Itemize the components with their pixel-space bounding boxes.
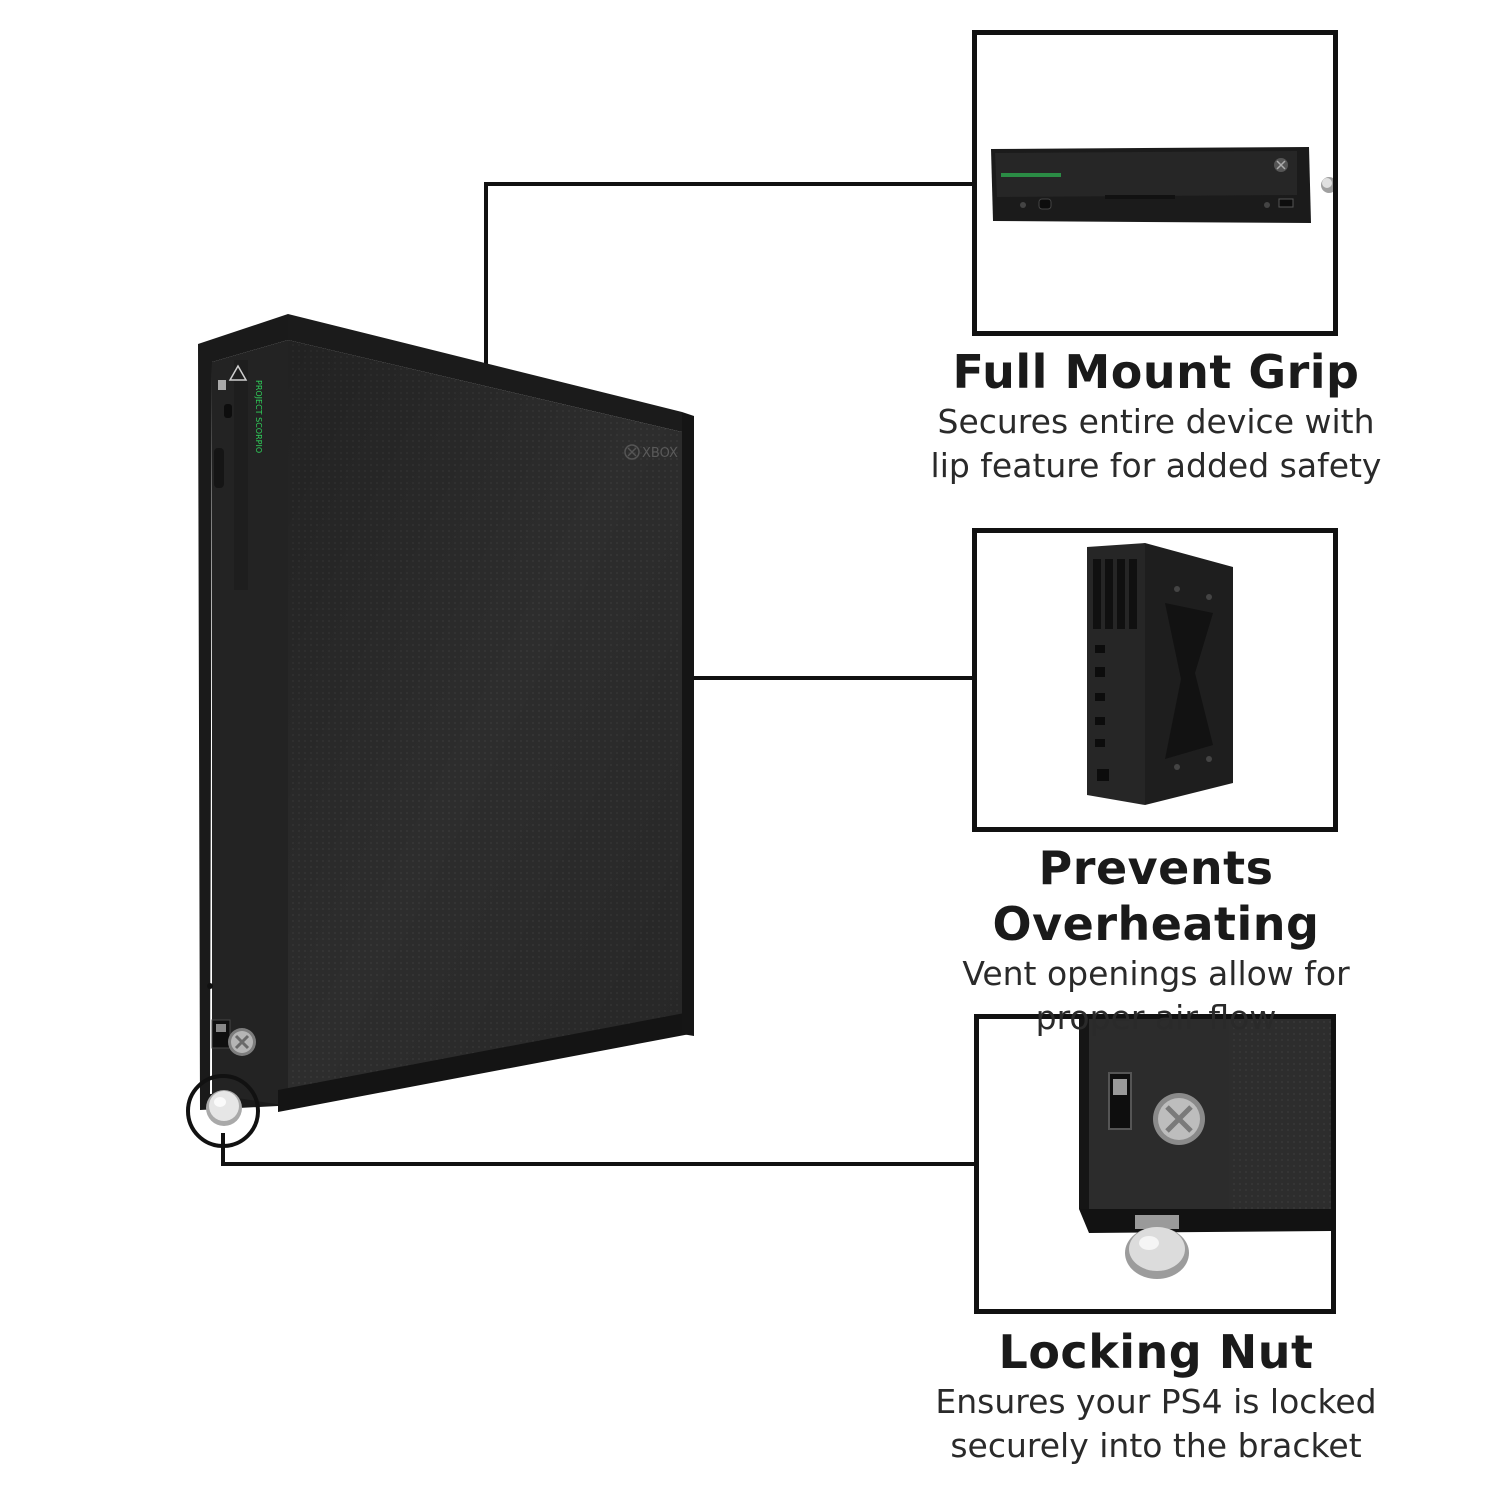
feature-description-line: proper air flow: [1035, 998, 1277, 1037]
locking-nut-closeup-photo: [1079, 1019, 1331, 1279]
feature-description-line: Vent openings allow for: [962, 954, 1350, 993]
feature-title: Prevents Overheating: [992, 841, 1320, 951]
connector-line-nut-horizontal: [221, 1162, 978, 1166]
locking-nut-highlight-circle: [186, 1074, 260, 1148]
connector-line-grip-horizontal: [484, 182, 976, 186]
connector-line-vent-horizontal: [692, 676, 976, 680]
feature-description-line: lip feature for added safety: [930, 446, 1382, 485]
feature-title: Full Mount Grip: [952, 345, 1360, 399]
inset-locking-nut: [974, 1014, 1336, 1314]
feature-caption-overheating: Prevents Overheating Vent openings allow…: [876, 840, 1436, 1040]
locking-nut-icon: [206, 1090, 242, 1126]
console-top-view-photo: [991, 147, 1333, 223]
console-in-bracket-image: PROJECT SCORPIO XBOX: [186, 314, 694, 1148]
inset-full-mount-grip: [972, 30, 1338, 336]
connector-line-nut-vertical: [221, 1133, 225, 1166]
feature-description-line: securely into the bracket: [950, 1426, 1362, 1465]
feature-caption-locking-nut: Locking Nut Ensures your PS4 is locked s…: [876, 1324, 1436, 1468]
feature-description-line: Ensures your PS4 is locked: [935, 1382, 1377, 1421]
connector-line-grip-vertical: [484, 182, 488, 364]
feature-description-line: Secures entire device with: [937, 402, 1375, 441]
console-rear-vents-photo: [1087, 543, 1233, 805]
feature-title: Locking Nut: [998, 1325, 1314, 1379]
inset-prevents-overheating: [972, 528, 1338, 832]
console-logo-text: XBOX: [642, 446, 678, 461]
console-side-label: PROJECT SCORPIO: [254, 380, 263, 453]
xbox-power-button-icon: [228, 1028, 256, 1056]
feature-caption-grip: Full Mount Grip Secures entire device wi…: [876, 344, 1436, 488]
